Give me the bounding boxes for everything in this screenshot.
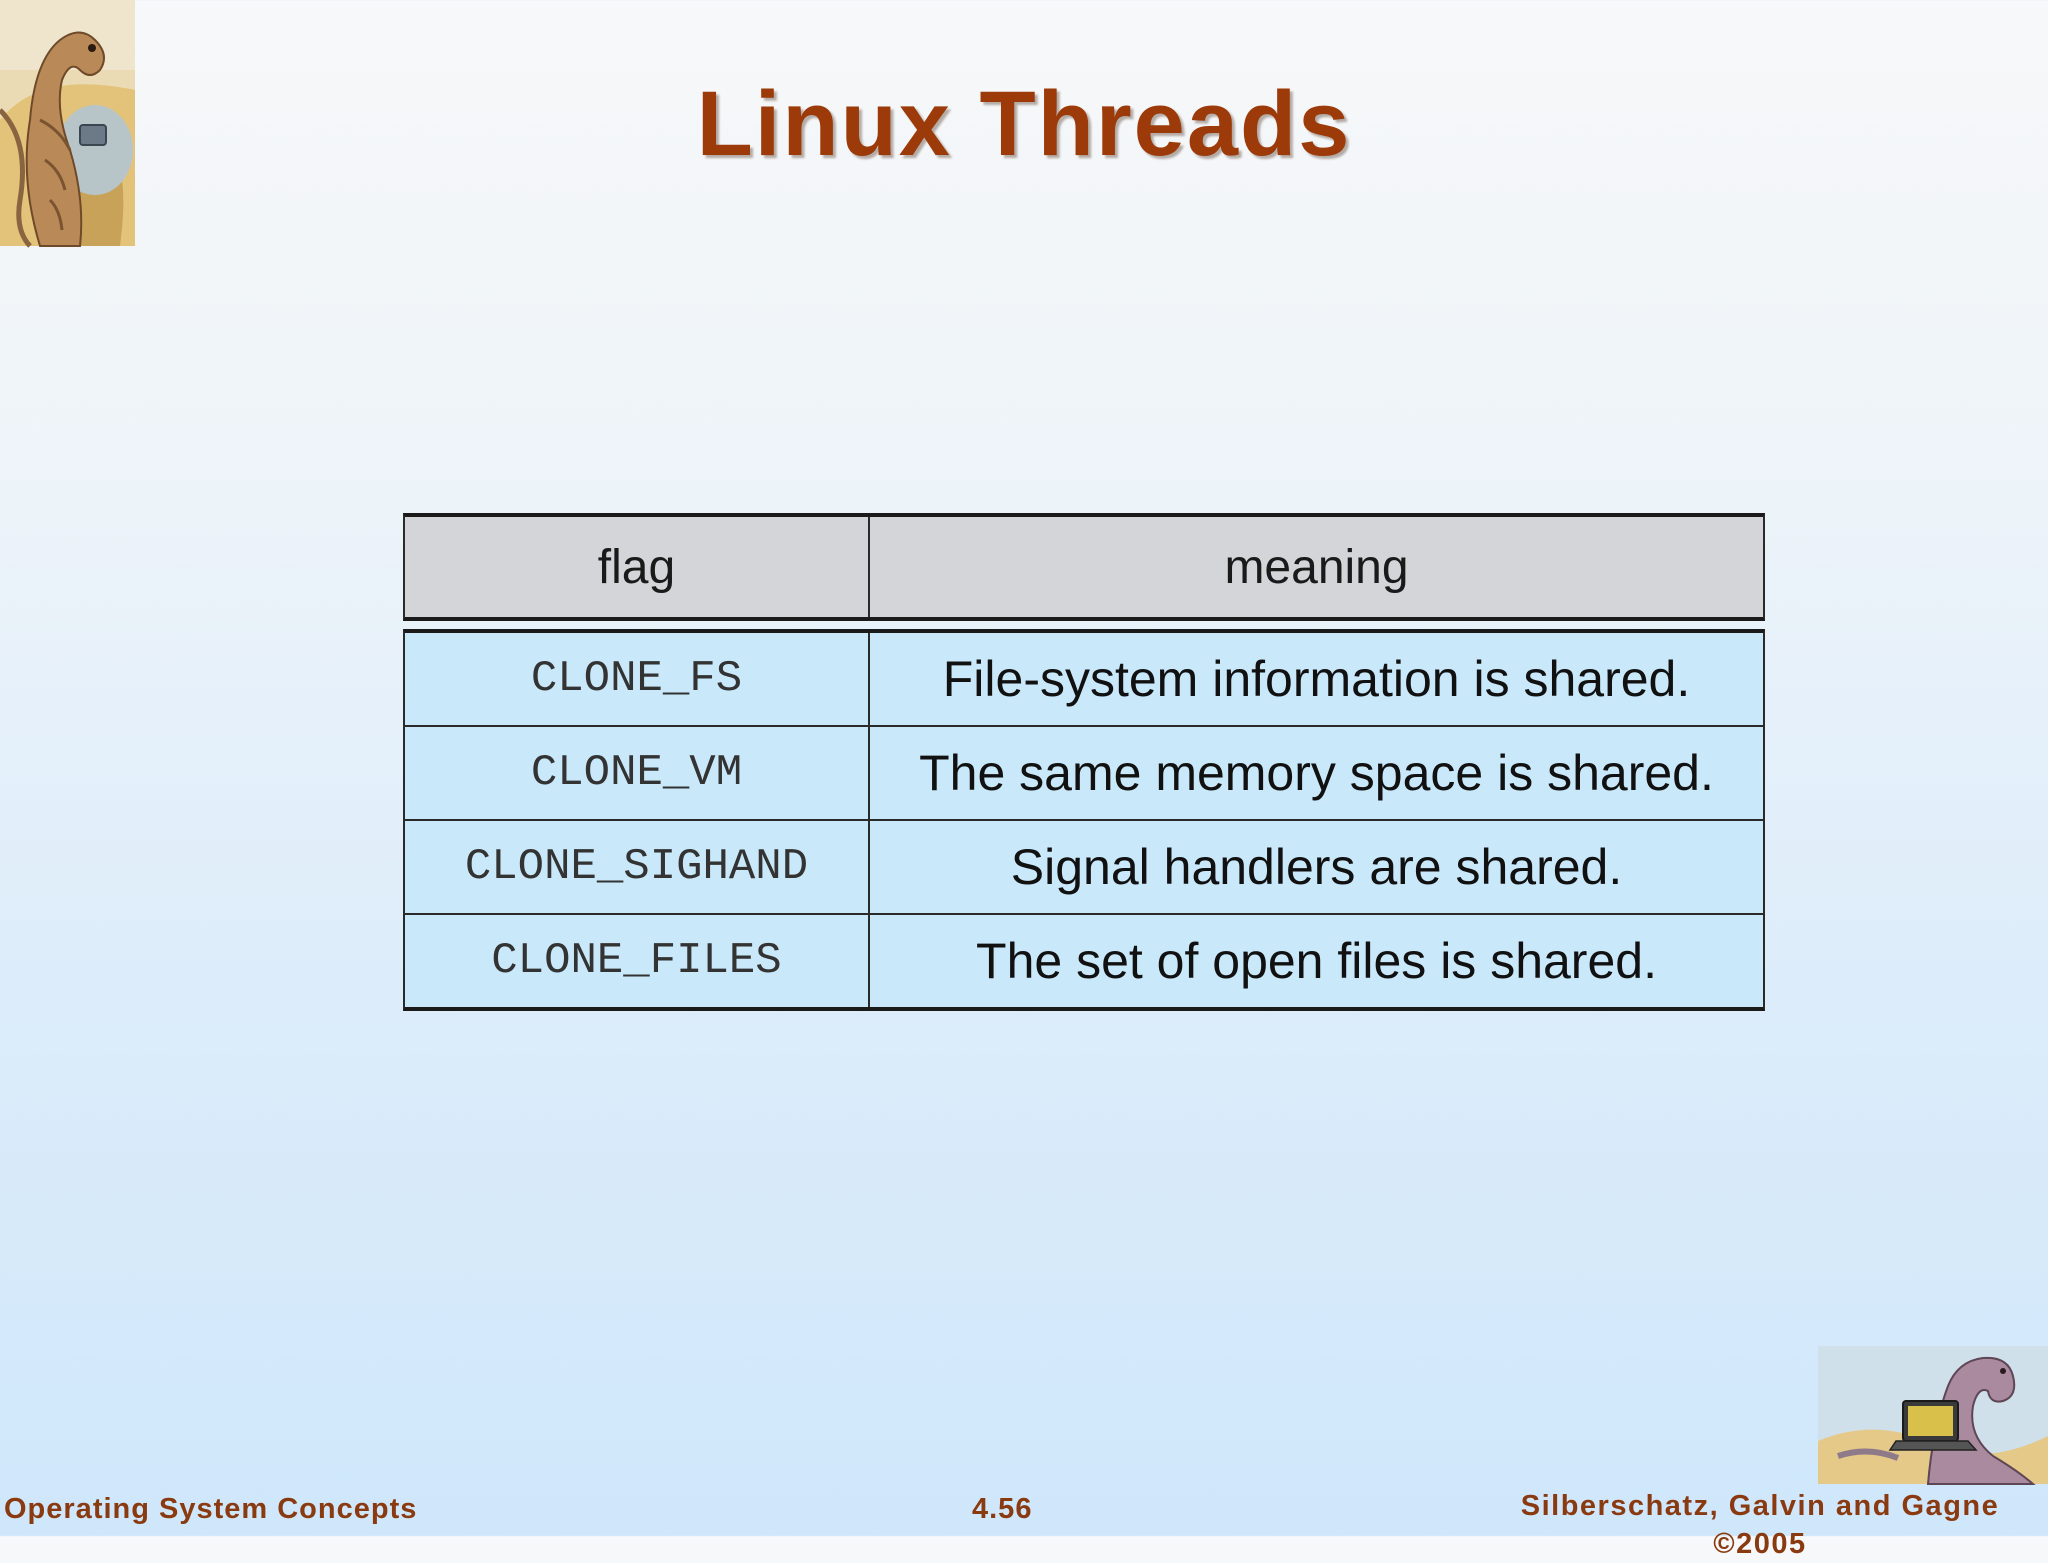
footer-authors: Silberschatz, Galvin and Gagne ©2005 bbox=[1520, 1487, 2000, 1563]
footer-page-number: 4.56 bbox=[972, 1493, 1033, 1525]
header-meaning: meaning bbox=[1224, 540, 1409, 594]
meaning-cell: Signal handlers are shared. bbox=[1010, 839, 1623, 895]
header-flag: flag bbox=[405, 517, 870, 617]
table-header-row: flag meaning bbox=[403, 513, 1765, 621]
table-row: CLONE_FILES The set of open files is sha… bbox=[405, 915, 1763, 1007]
table-row: CLONE_VM The same memory space is shared… bbox=[405, 727, 1763, 821]
flag-cell: CLONE_VM bbox=[405, 727, 870, 819]
footer-course-title: Operating System Concepts bbox=[4, 1493, 418, 1525]
footer-copyright: ©2005 bbox=[1713, 1528, 1807, 1560]
table-body: CLONE_FS File-system information is shar… bbox=[403, 629, 1765, 1011]
dinosaur-laptop-illustration-icon bbox=[1818, 1346, 2048, 1485]
slide-title: Linux Threads bbox=[696, 73, 1352, 175]
meaning-cell: The set of open files is shared. bbox=[976, 933, 1657, 989]
clone-flags-table: flag meaning CLONE_FS File-system inform… bbox=[403, 513, 1765, 1011]
meaning-cell: File-system information is shared. bbox=[942, 651, 1691, 707]
flag-cell: CLONE_SIGHAND bbox=[405, 821, 870, 913]
meaning-cell: The same memory space is shared. bbox=[919, 745, 1714, 801]
dinosaur-illustration-icon bbox=[0, 0, 135, 248]
table-row: CLONE_FS File-system information is shar… bbox=[405, 633, 1763, 727]
table-row: CLONE_SIGHAND Signal handlers are shared… bbox=[405, 821, 1763, 915]
footer-authors-names: Silberschatz, Galvin and Gagne bbox=[1520, 1490, 2000, 1522]
flag-cell: CLONE_FS bbox=[405, 633, 870, 725]
flag-cell: CLONE_FILES bbox=[405, 915, 870, 1007]
